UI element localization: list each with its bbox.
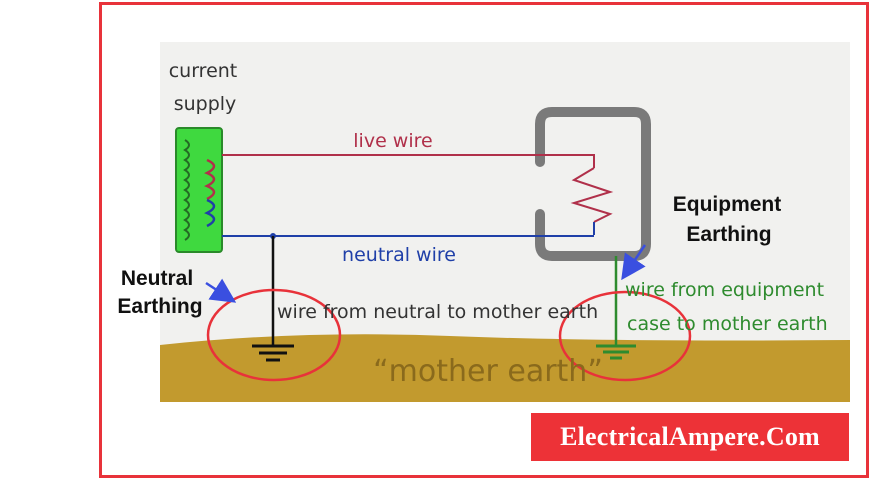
brand-watermark: ElectricalAmpere.Com [531,413,849,461]
neutral-earth-wire-label: wire from neutral to mother earth [277,301,598,323]
supply-label-line1: current [169,60,238,82]
neutral-earthing-callout-line2: Earthing [117,295,202,318]
neutral-callout-arrow [205,278,237,303]
equipment-case [535,107,651,261]
equipment-earthing-callout-line1: Equipment [673,193,782,216]
live-wire-label: live wire [353,130,432,152]
equipment-earth-label-line1: wire from equipment [625,279,824,301]
equipment-ground-symbol [596,344,636,360]
heater-element [570,167,614,223]
neutral-wire-label: neutral wire [342,244,456,266]
supply-coil [175,127,223,253]
page-frame [99,2,869,478]
mother-earth-label: “mother earth” [373,354,603,389]
supply-label-line2: supply [174,93,237,115]
neutral-earthing-highlight [206,288,342,382]
neutral-earthing-callout-line1: Neutral [121,267,193,290]
neutral-ground-symbol [252,344,294,362]
equipment-earthing-highlight [558,290,692,382]
equipment-callout-arrow [621,244,647,281]
earth-ground [160,334,850,402]
live-wire [222,154,595,168]
equipment-earth-label-line2: case to mother earth [627,313,828,335]
equipment-earthing-callout-line2: Earthing [686,223,771,246]
